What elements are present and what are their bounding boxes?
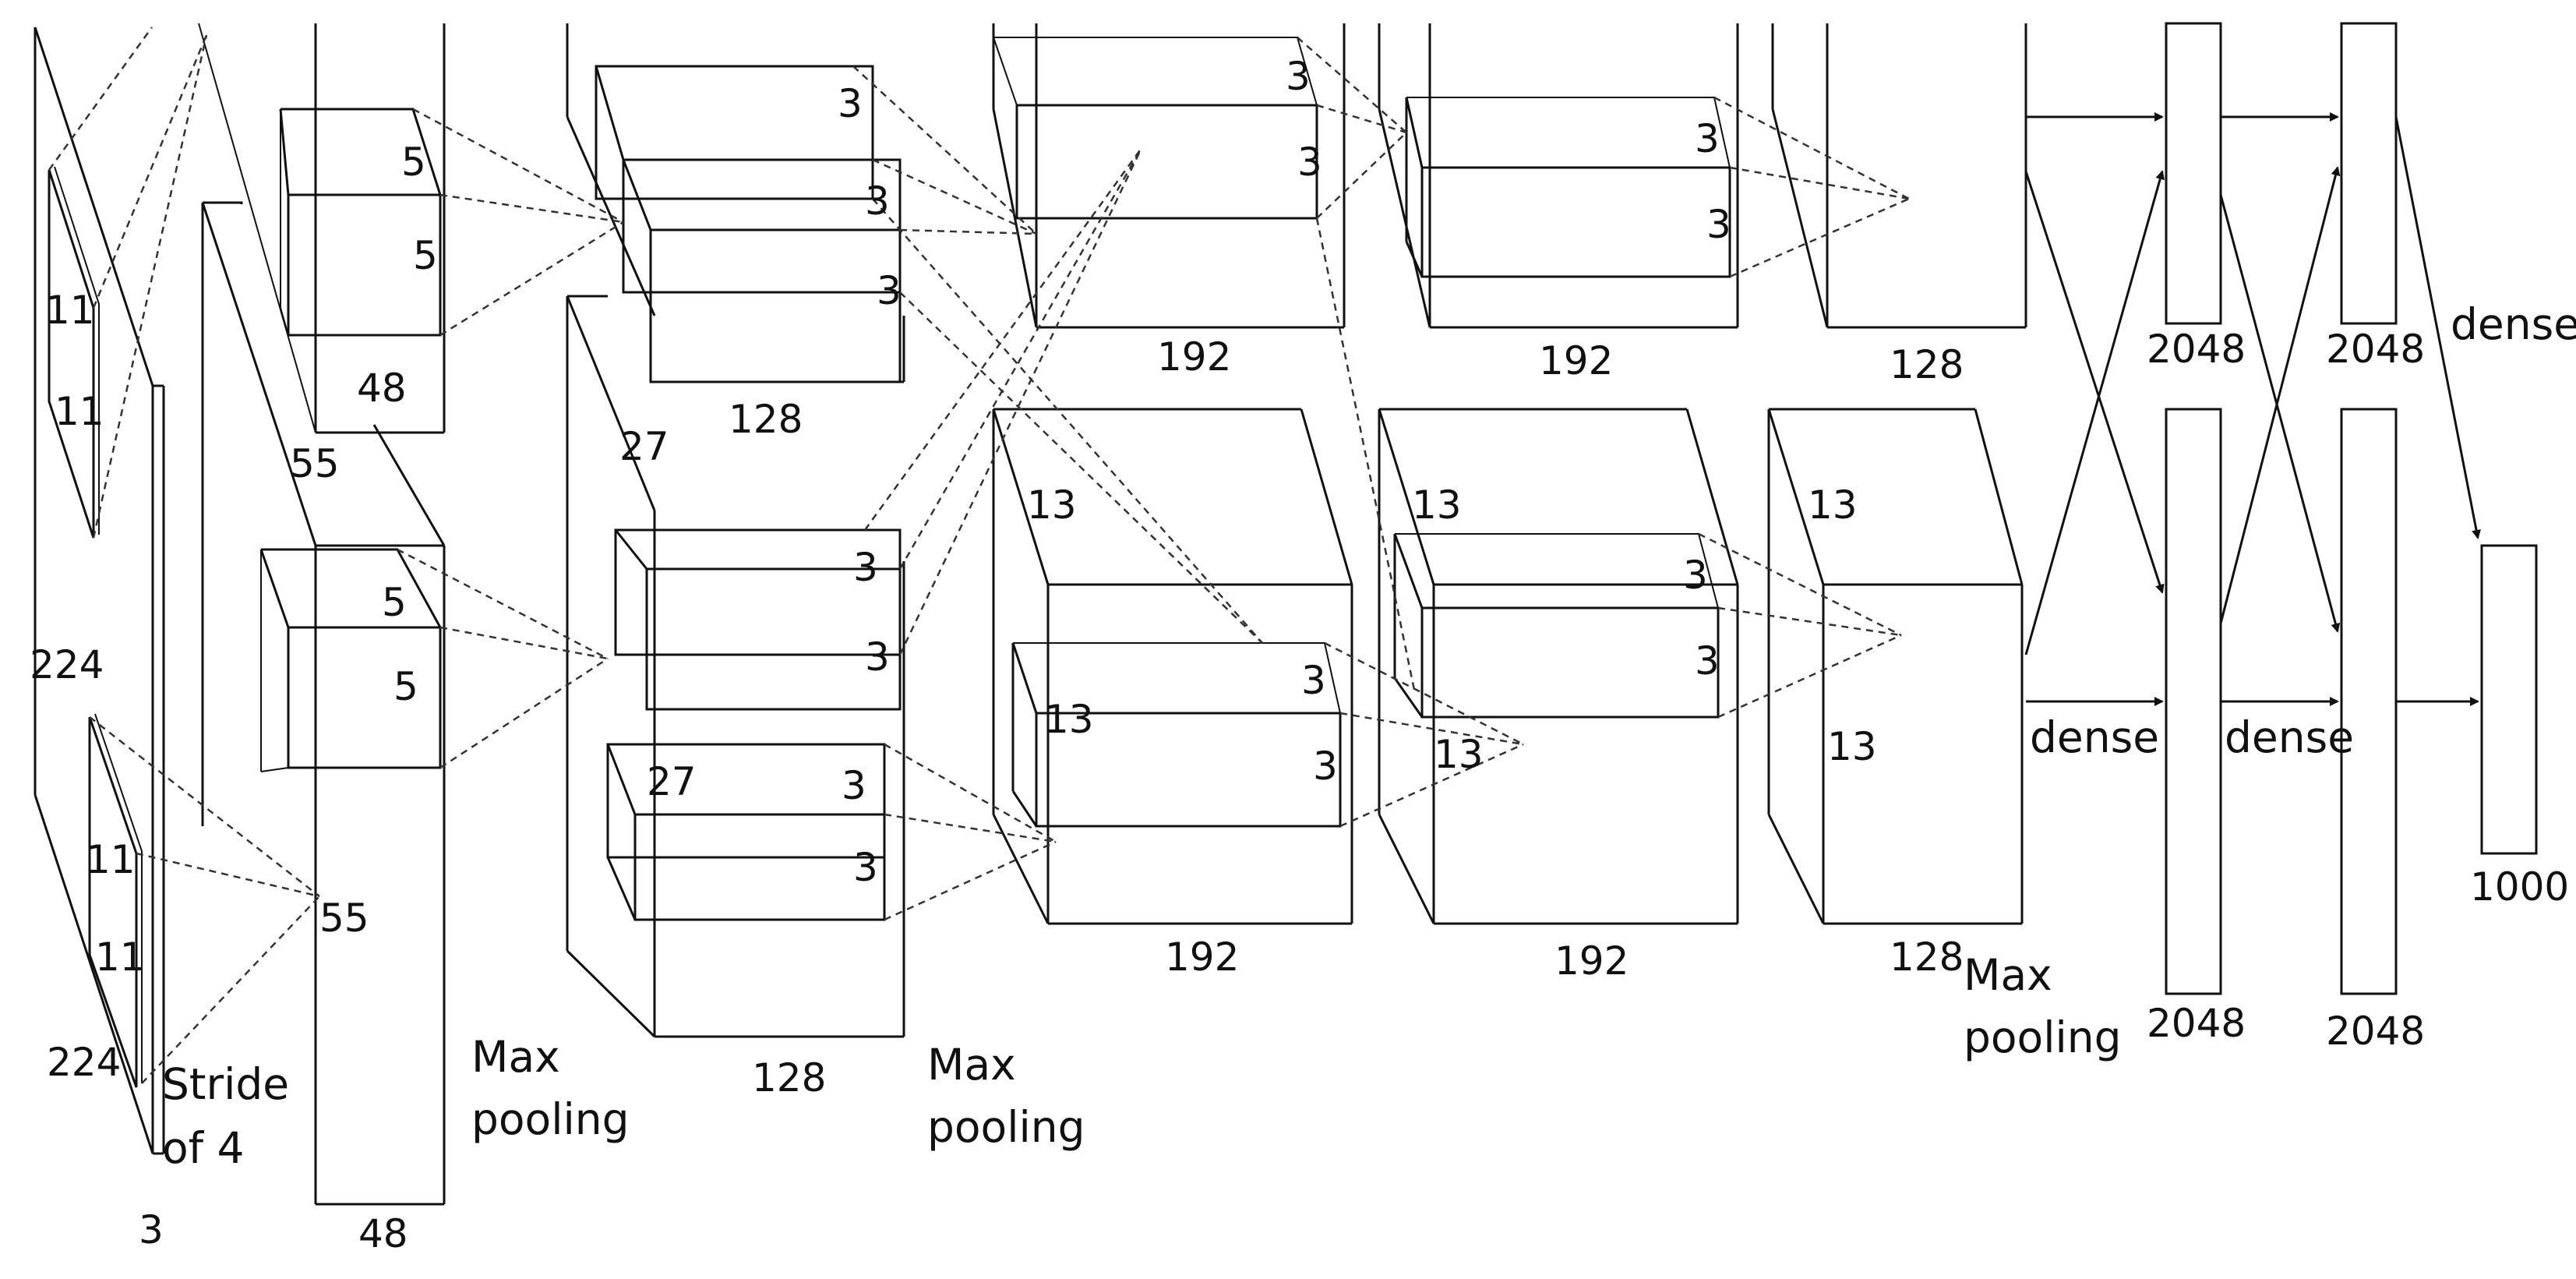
- conv5-depth-top-label: 128: [1890, 342, 1964, 387]
- conv4-kernel-label-2: 3: [1706, 202, 1731, 247]
- conv4-kernel-label-3: 3: [1683, 553, 1708, 598]
- conv4-kernel-top: [1405, 97, 1731, 278]
- conv2-depth-bottom-label: 128: [752, 1055, 826, 1101]
- conv2-kernel-label-6: 3: [842, 763, 866, 808]
- conv3-kernel-top: [993, 37, 1318, 220]
- conv4-size-label-2: 13: [1434, 732, 1484, 777]
- conv1-kernel-bottom: [259, 548, 442, 772]
- conv3-kernel-label-2: 3: [1297, 140, 1322, 185]
- conv2-map-size-label: 27: [619, 424, 669, 469]
- conv2-kernel-label-7: 3: [853, 845, 878, 890]
- fc6-dense-label: dense: [2030, 712, 2159, 762]
- conv1-depth-bottom-label: 48: [358, 1211, 408, 1256]
- conv2-kernel-label-3: 3: [877, 268, 902, 313]
- conv1-map-size-label: 55: [290, 441, 340, 486]
- conv2-depth-top-label: 128: [729, 397, 803, 442]
- input-kernel-w-label-bottom: 11: [95, 935, 145, 980]
- conv1-pool-label: Max pooling: [471, 1032, 630, 1144]
- conv4-volume: [1378, 23, 1739, 925]
- fc6-top-bar: [2165, 22, 2222, 325]
- conv3-size-label-1: 13: [1027, 482, 1077, 528]
- diagram-labels: 11 11 224 11 11 224 3 Stride of 4 5 5 48…: [30, 54, 2576, 1256]
- fc7-dense-label: dense: [2225, 712, 2354, 762]
- conv1-kernel-w-label: 5: [413, 233, 438, 278]
- stride-label: Stride of 4: [162, 1059, 303, 1173]
- input-depth-label: 3: [139, 1207, 164, 1253]
- dense-connection-arrows: [2024, 112, 2481, 706]
- conv4-kernel-label-4: 3: [1695, 638, 1720, 684]
- input-kernel-h-label: 11: [45, 288, 95, 333]
- fc7-units-top-label: 2048: [2326, 327, 2425, 372]
- conv1-volume: [198, 23, 446, 1206]
- conv3-size-label-2: 13: [1044, 697, 1094, 742]
- conv2-kernel-label-5: 3: [865, 634, 890, 680]
- conv3-depth-bottom-label: 192: [1165, 935, 1239, 980]
- fc6-bottom-bar: [2165, 408, 2222, 995]
- conv4-kernel-label-1: 3: [1695, 116, 1720, 161]
- conv1-receptive-label: 55: [319, 896, 369, 941]
- input-height-label: 224: [30, 642, 104, 687]
- fc7-top-bar: [2340, 22, 2398, 325]
- input-volume: [34, 26, 165, 1155]
- conv2-kernel-label-1: 3: [838, 81, 863, 126]
- conv1-kernel-h-label: 5: [401, 140, 426, 185]
- conv4-depth-top-label: 192: [1539, 338, 1613, 383]
- conv2-pool-label: Max pooling: [927, 1040, 1085, 1152]
- input-kernel-w-label: 11: [55, 389, 104, 434]
- fc6-units-top-label: 2048: [2147, 327, 2246, 372]
- input-kernel-h-label-bottom: 11: [86, 837, 136, 882]
- conv3-depth-top-label: 192: [1157, 334, 1231, 380]
- conv2-kernel-bottom: [606, 528, 902, 921]
- conv2-kernel-label-2: 3: [865, 178, 890, 224]
- conv2-kernel-top: [595, 65, 902, 383]
- conv2-receptive-label: 27: [647, 759, 697, 804]
- conv3-kernel-label-3: 3: [1301, 658, 1326, 703]
- conv2-kernel-label-4: 3: [853, 545, 878, 590]
- receptive-field-lines: [48, 26, 1910, 1084]
- fc7-units-bottom-label: 2048: [2326, 1009, 2425, 1054]
- conv1-depth-top-label: 48: [357, 366, 407, 411]
- fc8-units-label: 1000: [2470, 864, 2569, 910]
- conv4-size-label-1: 13: [1412, 482, 1462, 528]
- conv5-size-label-2: 13: [1827, 724, 1877, 769]
- conv5-size-label-1: 13: [1808, 482, 1858, 528]
- input-kernel-top: [48, 166, 100, 539]
- conv4-kernel-bottom: [1393, 533, 1720, 719]
- conv1-kernel-w-label-bottom: 5: [393, 664, 418, 709]
- fc8-output-bar: [2480, 544, 2538, 855]
- fc8-dense-label: dense: [2451, 299, 2576, 349]
- conv3-kernel-label-1: 3: [1286, 54, 1311, 99]
- conv4-depth-bottom-label: 192: [1554, 938, 1629, 984]
- conv5-pool-label: Max pooling: [1964, 950, 2122, 1062]
- input-width-label: 224: [47, 1040, 121, 1085]
- fc7-bottom-bar: [2340, 408, 2398, 995]
- conv3-kernel-label-4: 3: [1313, 744, 1338, 789]
- conv5-depth-bottom-label: 128: [1890, 935, 1964, 980]
- fc6-units-bottom-label: 2048: [2147, 1001, 2246, 1046]
- conv1-kernel-h-label-bottom: 5: [382, 580, 407, 625]
- input-kernel-bottom: [88, 713, 143, 1088]
- conv5-volume: [1767, 23, 2027, 925]
